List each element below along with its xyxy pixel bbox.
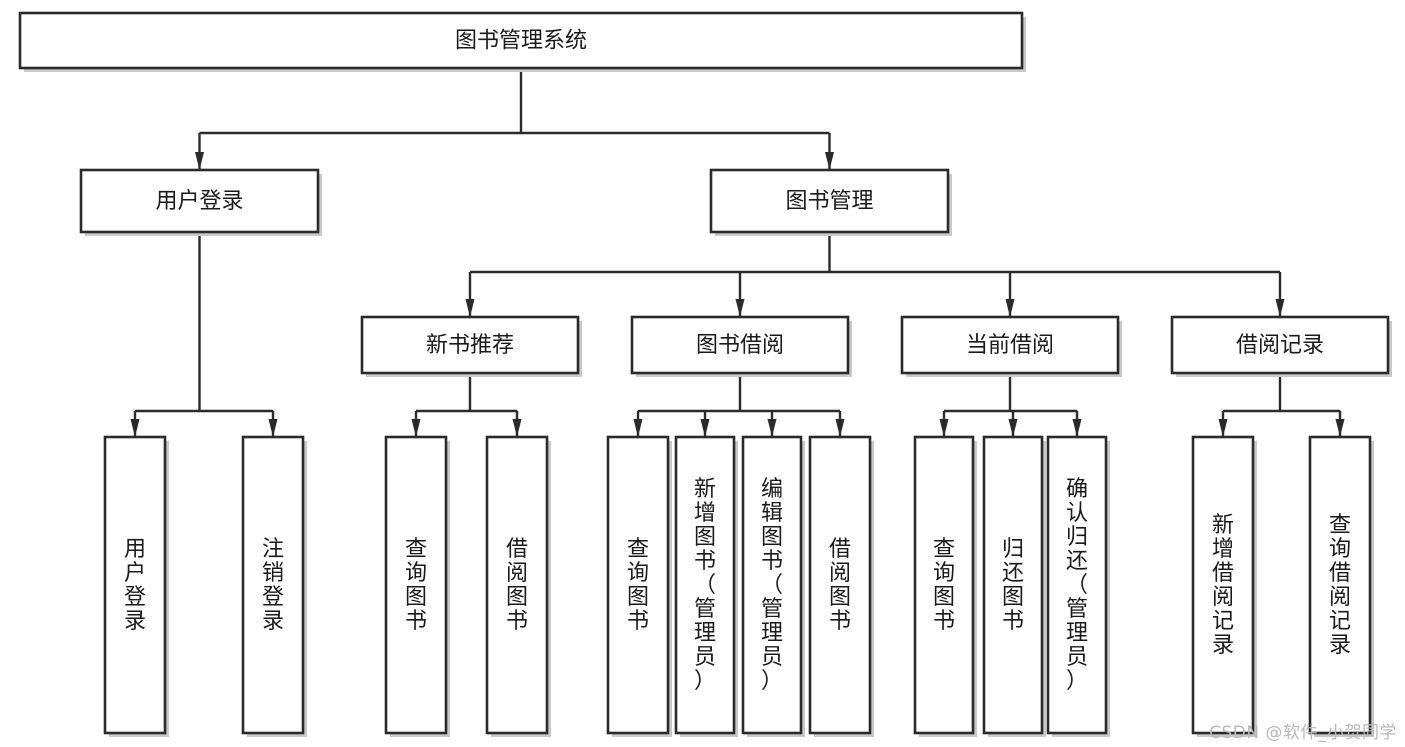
- node-label: 查询图书: [405, 537, 427, 634]
- node-book-manage[interactable]: 图书管理: [709, 168, 952, 236]
- edges-root-to-level1: [195, 68, 834, 170]
- edges-bookmanage-to-level2: [465, 232, 1285, 317]
- node-label: 查询图书: [627, 537, 649, 634]
- edge-arrowhead: [195, 152, 204, 170]
- edges-borrow-record-to-leaves: [1218, 373, 1345, 437]
- node-label: 查询图书: [933, 537, 955, 634]
- node-label: 图书管理: [785, 189, 873, 214]
- node-leaf-user-login[interactable]: 用户登录: [103, 435, 169, 737]
- edge-arrowhead: [1218, 419, 1228, 437]
- edge-arrowhead: [767, 419, 777, 437]
- edge-arrowhead: [411, 419, 421, 437]
- edges-layer: [130, 68, 1345, 437]
- node-leaf-query-borrow-record[interactable]: 查询借阅记录: [1308, 435, 1374, 737]
- edge-arrowhead: [268, 419, 278, 437]
- edges-user-login-to-leaves: [130, 232, 278, 437]
- edge-arrowhead: [130, 419, 140, 437]
- node-label: 归还图书: [1002, 537, 1024, 634]
- node-label: 编辑图书（管理员）: [761, 477, 783, 694]
- edges-book-borrow-to-leaves: [633, 373, 845, 437]
- edge-arrowhead: [835, 419, 845, 437]
- node-label: 借阅图书: [829, 537, 851, 634]
- edge-arrowhead: [825, 152, 834, 170]
- node-leaf-logout[interactable]: 注销登录: [241, 435, 307, 737]
- edges-new-book-recommend-to-leaves: [411, 373, 522, 437]
- node-leaf-query-book-current[interactable]: 查询图书: [913, 435, 977, 737]
- node-leaf-add-book-admin[interactable]: 新增图书（管理员）: [674, 435, 738, 737]
- edge-arrowhead: [1072, 419, 1082, 437]
- node-label: 注销登录: [262, 537, 284, 634]
- node-leaf-query-book-rec[interactable]: 查询图书: [384, 435, 450, 737]
- node-borrow-record[interactable]: 借阅记录: [1170, 315, 1392, 377]
- node-label: 新书推荐: [426, 333, 514, 358]
- edge-arrowhead: [633, 419, 643, 437]
- node-leaf-edit-book-admin[interactable]: 编辑图书（管理员）: [741, 435, 805, 737]
- node-label: 当前借阅: [966, 333, 1054, 358]
- node-current-borrow[interactable]: 当前借阅: [900, 315, 1122, 377]
- node-label: 查询借阅记录: [1329, 513, 1351, 658]
- node-leaf-query-book-borrow[interactable]: 查询图书: [606, 435, 672, 737]
- node-user-login[interactable]: 用户登录: [79, 168, 322, 236]
- node-leaf-confirm-return-admin[interactable]: 确认归还（管理员）: [1046, 435, 1110, 737]
- edges-current-borrow-to-leaves: [939, 373, 1082, 437]
- node-label: 图书管理系统: [455, 29, 587, 54]
- edge-arrowhead: [465, 299, 475, 317]
- node-leaf-return-book[interactable]: 归还图书: [982, 435, 1046, 737]
- edge-arrowhead: [1008, 419, 1018, 437]
- node-label: 用户登录: [124, 537, 146, 634]
- node-new-book-recommend[interactable]: 新书推荐: [360, 315, 582, 377]
- node-label: 新增借阅记录: [1212, 513, 1234, 658]
- edge-arrowhead: [735, 299, 745, 317]
- node-label: 新增图书（管理员）: [694, 477, 716, 694]
- edge-arrowhead: [1005, 299, 1015, 317]
- node-leaf-borrow-book[interactable]: 借阅图书: [808, 435, 874, 737]
- edge-arrowhead: [1275, 299, 1285, 317]
- node-label: 借阅图书: [506, 537, 528, 634]
- node-root[interactable]: 图书管理系统: [18, 11, 1026, 72]
- edge-arrowhead: [1335, 419, 1345, 437]
- edge-arrowhead: [512, 419, 522, 437]
- node-book-borrow[interactable]: 图书借阅: [630, 315, 852, 377]
- nodes-layer: 图书管理系统用户登录图书管理新书推荐图书借阅当前借阅借阅记录用户登录注销登录查询…: [18, 11, 1392, 737]
- node-label: 图书借阅: [696, 333, 784, 358]
- node-leaf-borrow-book-rec[interactable]: 借阅图书: [485, 435, 551, 737]
- edge-arrowhead: [939, 419, 949, 437]
- node-leaf-add-borrow-record[interactable]: 新增借阅记录: [1191, 435, 1257, 737]
- node-label: 借阅记录: [1236, 333, 1324, 358]
- node-label: 确认归还（管理员）: [1066, 477, 1088, 694]
- edge-arrowhead: [700, 419, 710, 437]
- node-label: 用户登录: [155, 189, 243, 214]
